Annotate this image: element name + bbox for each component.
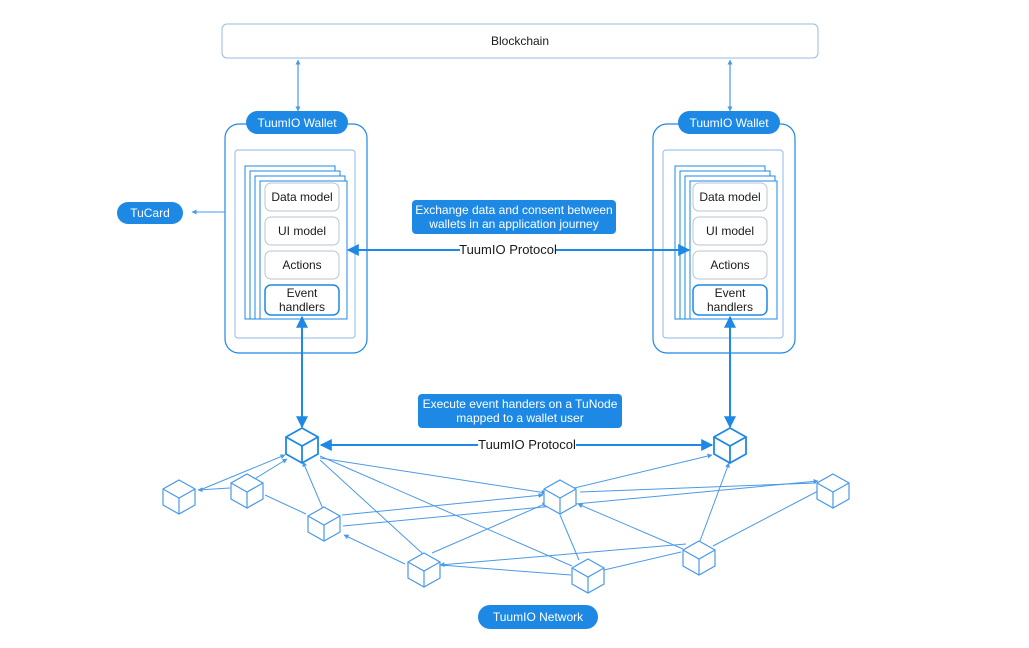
network-label: TuumIO Network bbox=[493, 610, 584, 624]
ui-model-label: UI model bbox=[706, 224, 754, 238]
network-edge bbox=[319, 457, 547, 495]
network-edge bbox=[264, 494, 307, 515]
event-handlers-box bbox=[692, 284, 768, 316]
node-protocol-label: TuumIO Protocol bbox=[478, 437, 576, 452]
tucard-label: TuCard bbox=[130, 206, 170, 220]
network-edge bbox=[565, 453, 713, 491]
ui-model-box bbox=[692, 216, 768, 246]
actions-box bbox=[264, 250, 340, 280]
wallet-right-title: TuumIO Wallet bbox=[689, 116, 769, 130]
network-edge bbox=[199, 454, 286, 491]
wallet-left-title: TuumIO Wallet bbox=[257, 116, 337, 130]
wallet-left-title-pill bbox=[246, 111, 348, 134]
network-edge bbox=[712, 490, 819, 547]
network-edges bbox=[197, 453, 819, 576]
network-node bbox=[571, 558, 605, 594]
network-pill: TuumIO Network bbox=[478, 605, 598, 629]
execute-callout-line2: mapped to a wallet user bbox=[456, 411, 583, 425]
network-edge bbox=[579, 482, 817, 493]
blockchain-label: Blockchain bbox=[491, 34, 549, 48]
wallet-right-title-pill bbox=[678, 111, 780, 134]
data-model-box bbox=[264, 182, 340, 212]
event-handlers-label-line1: Event bbox=[715, 286, 746, 300]
main-node-left bbox=[285, 426, 319, 465]
execute-callout: Execute event handers on a TuNode mapped… bbox=[418, 394, 622, 428]
wallet-left: Data model UI model Actions Event handle… bbox=[224, 111, 368, 354]
network-node bbox=[816, 473, 850, 509]
network-edge bbox=[603, 551, 682, 571]
network-edge bbox=[319, 459, 424, 555]
network-edge bbox=[197, 487, 231, 493]
exchange-callout: Exchange data and consent between wallet… bbox=[412, 200, 616, 234]
network-edge bbox=[302, 461, 324, 510]
exchange-callout-line2: wallets in an application journey bbox=[428, 217, 598, 231]
event-handlers-box bbox=[264, 284, 340, 316]
network-edge bbox=[699, 462, 730, 542]
wallet-protocol-label: TuumIO Protocol bbox=[459, 242, 557, 257]
event-handlers-label-line1: Event bbox=[287, 286, 318, 300]
data-model-label: Data model bbox=[699, 190, 760, 204]
ui-model-label: UI model bbox=[278, 224, 326, 238]
event-handlers-label-line2: handlers bbox=[279, 300, 325, 314]
network-edge bbox=[319, 455, 573, 567]
network-edge bbox=[341, 492, 544, 516]
ui-model-box bbox=[264, 216, 340, 246]
network-edge bbox=[431, 502, 548, 554]
blockchain-box: Blockchain bbox=[221, 23, 819, 59]
network-node bbox=[682, 540, 716, 576]
main-node-right bbox=[713, 426, 747, 465]
network-edge bbox=[342, 478, 819, 527]
data-model-box bbox=[692, 182, 768, 212]
actions-label: Actions bbox=[282, 258, 321, 272]
network-nodes bbox=[162, 426, 850, 594]
data-model-label: Data model bbox=[271, 190, 332, 204]
exchange-callout-line1: Exchange data and consent between bbox=[415, 203, 612, 217]
network-edge bbox=[439, 543, 687, 568]
network-node bbox=[230, 473, 264, 509]
actions-box bbox=[692, 250, 768, 280]
wallet-right: Data model UI model Actions Event handle… bbox=[652, 111, 796, 354]
network-edge bbox=[577, 503, 684, 550]
network-node bbox=[162, 479, 196, 515]
network-node bbox=[307, 506, 341, 542]
tucard-pill: TuCard bbox=[117, 202, 183, 224]
network-edge bbox=[439, 564, 572, 576]
network-node bbox=[407, 552, 441, 588]
actions-label: Actions bbox=[710, 258, 749, 272]
network-edge bbox=[343, 534, 406, 565]
event-handlers-label-line2: handlers bbox=[707, 300, 753, 314]
execute-callout-line1: Execute event handers on a TuNode bbox=[423, 397, 618, 411]
network-edge bbox=[559, 514, 580, 561]
network-node bbox=[543, 479, 577, 515]
